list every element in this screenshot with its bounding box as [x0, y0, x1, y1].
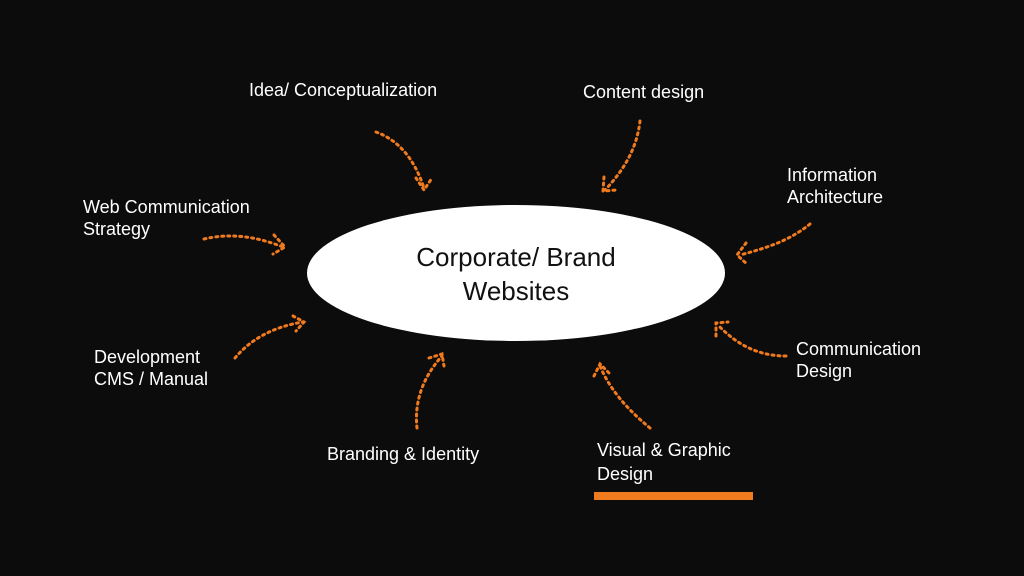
- node-communication-design: Communication Design: [796, 338, 921, 382]
- arrow-visual-graphic-design: [598, 364, 652, 430]
- node-information-architecture: Information Architecture: [787, 164, 883, 208]
- node-web-communication-strategy-line-1: Web Communication: [83, 197, 250, 217]
- node-communication-design-line-2: Design: [796, 361, 853, 381]
- arrowhead-visual-graphic-design: [592, 361, 612, 378]
- arrow-branding: [414, 354, 444, 430]
- node-idea-conceptualization: Idea/ Conceptualization: [249, 80, 438, 100]
- node-visual-graphic-design-line-1: Visual & Graphic: [597, 440, 731, 460]
- node-branding-identity: Branding & Identity: [327, 444, 480, 464]
- arrow-idea: [374, 130, 426, 190]
- arrowhead-information-architecture: [734, 241, 750, 267]
- arrowhead-idea: [414, 176, 434, 193]
- node-development-line-1: Development: [94, 347, 201, 367]
- node-web-communication-strategy: Web Communication Strategy: [83, 196, 250, 240]
- node-development: Development CMS / Manual: [94, 346, 208, 390]
- node-content-design: Content design: [583, 82, 705, 102]
- hub-title: Corporate/ Brand Websites: [366, 240, 666, 308]
- node-communication-design-line-1: Communication: [796, 339, 922, 359]
- arrow-information-architecture: [738, 222, 812, 257]
- arrowhead-web-communication-strategy: [271, 233, 288, 256]
- arrow-communication-design: [716, 323, 788, 358]
- node-web-communication-strategy-line-2: Strategy: [83, 219, 151, 239]
- node-visual-graphic-design: Visual & Graphic Design: [597, 438, 731, 486]
- hub-title-line-2: Websites: [462, 276, 570, 306]
- hub-ellipse: [307, 205, 725, 341]
- node-information-architecture-line-2: Architecture: [787, 187, 884, 207]
- arrow-web-communication-strategy: [202, 234, 285, 249]
- hub-title-line-1: Corporate/ Brand: [416, 242, 616, 272]
- arrow-content-design: [603, 119, 642, 192]
- accent-underline-bar: [594, 492, 753, 500]
- arrow-development: [233, 320, 305, 360]
- arrowhead-communication-design: [714, 320, 730, 338]
- arrowhead-development: [291, 314, 307, 333]
- node-information-architecture-line-1: Information: [787, 165, 878, 185]
- arrowhead-content-design: [601, 175, 619, 193]
- arrowhead-branding: [427, 352, 446, 368]
- node-development-line-2: CMS / Manual: [94, 369, 209, 389]
- node-visual-graphic-design-line-2: Design: [597, 464, 654, 484]
